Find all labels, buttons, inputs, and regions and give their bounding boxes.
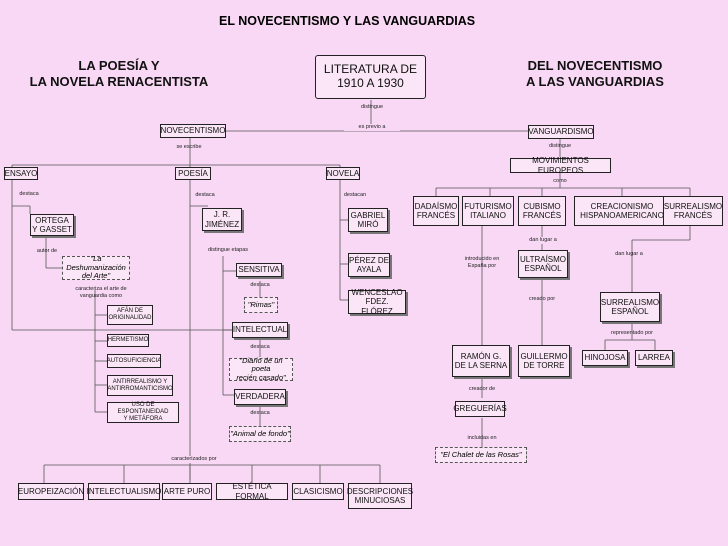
node-creacionismo: CREACIONISMO HISPANOAMERICANO: [574, 196, 670, 226]
node-cubismo: CUBISMO FRANCÉS: [518, 196, 566, 226]
node-poesia: POESÍA: [175, 167, 211, 180]
node-gabriel-miro: GABRIEL MIRÓ: [348, 208, 388, 232]
label-distingue-vang: distingue: [548, 143, 572, 149]
label-representado: representado por: [611, 330, 653, 336]
heading-right: DEL NOVECENTISMO A LAS VANGUARDIAS: [526, 58, 664, 89]
label-dan-lugar-2: dan lugar a: [615, 251, 643, 257]
node-antirrealismo: ANTIRREALISMO Y ANTIRROMANTICISMO: [107, 375, 173, 396]
node-afan-originalidad: AFÁN DE ORIGINALIDAD: [107, 305, 153, 325]
node-europeizacion: EUROPEIZACIÓN: [18, 483, 84, 500]
label-creador-de: creador de: [468, 386, 496, 392]
label-autor-de: autor de: [36, 248, 58, 254]
node-estetica-formal: ESTÉTICA FORMAL: [216, 482, 288, 501]
node-vanguardismo: VANGUARDISMO: [528, 125, 594, 139]
label-caracterizados: caracterizados por: [158, 456, 230, 463]
center-heading-box: LITERATURA DE 1910 A 1930: [315, 55, 426, 99]
node-animal-fondo: "Animal de fondo": [229, 426, 291, 442]
node-perez-ayala: PÉREZ DE AYALA: [348, 253, 390, 277]
node-espontaneidad: USO DE ESPONTANEIDAD Y METÁFORA: [107, 402, 179, 423]
node-ultraismo: ULTRAÍSMO ESPAÑOL: [518, 250, 568, 278]
label-como: como: [553, 178, 567, 184]
node-futurismo: FUTURISMO ITALIANO: [462, 196, 514, 226]
node-hinojosa: HINOJOSA: [582, 350, 628, 366]
label-destaca-verdadera: destaca: [250, 410, 270, 416]
node-dadaismo: DADAÍSMO FRANCÉS: [413, 196, 459, 226]
node-arte-puro: ARTE PURO: [162, 483, 212, 500]
node-diario-poeta: "Diario de un poeta recién casado": [229, 356, 293, 382]
node-novela: NOVELA: [326, 167, 360, 180]
node-chalet-rosas: "El Chalet de las Rosas": [435, 447, 527, 463]
label-introducido: introducido en España por: [464, 256, 500, 269]
label-destaca-poesia: destaca: [195, 192, 215, 198]
node-greguerias: GREGUERÍAS: [453, 401, 507, 417]
label-es-previo: es previo a: [344, 124, 400, 131]
node-ortega: ORTEGA Y GASSET: [30, 214, 74, 236]
node-hermetismo: HERMETISMO: [107, 334, 149, 347]
page-title: EL NOVECENTISMO Y LAS VANGUARDIAS: [219, 14, 476, 28]
label-destaca-sensitiva: destaca: [250, 282, 270, 288]
node-larrea: LARREA: [635, 350, 673, 366]
node-intelectual: INTELECTUAL: [232, 322, 288, 338]
node-novecentismo: NOVECENTISMO: [160, 124, 226, 138]
label-dan-lugar-1: dan lugar a: [522, 237, 564, 244]
node-autosuficiencia: AUTOSUFICIENCIA: [107, 354, 161, 368]
node-jr-jimenez: J. R. JIMÉNEZ: [202, 208, 242, 231]
label-caracteriza: caracteriza el arte de vanguardia como: [75, 286, 127, 299]
node-guillermo-torre: GUILLERMO DE TORRE: [518, 345, 570, 377]
node-surrealismo-frances: SURREALISMO FRANCÉS: [663, 196, 723, 226]
node-wenceslao: WENCESLAO FDEZ. FLÓREZ: [348, 288, 406, 316]
node-movimientos-europeos: MOVIMIENTOS EUROPEOS: [510, 156, 611, 175]
node-descripciones: DESCRIPCIONES MINUCIOSAS: [347, 483, 413, 509]
label-destacan-novela: destacan: [343, 192, 367, 198]
node-intelectualismo: INTELECTUALISMO: [87, 483, 161, 500]
label-destaca-intelectual: destaca: [250, 344, 270, 350]
node-deshumanizacion: "La Deshumanización del Arte": [62, 254, 130, 280]
node-clasicismo: CLASICISMO: [292, 483, 344, 500]
node-rimas: "Rimas": [244, 297, 278, 313]
label-distingue-top: distingue: [360, 104, 384, 110]
heading-left: LA POESÍA Y LA NOVELA RENACENTISTA: [29, 58, 209, 89]
label-destaca-ensayo: destaca: [19, 191, 39, 197]
label-incluidas-en: incluidas en: [467, 435, 497, 441]
node-ensayo: ENSAYO: [4, 167, 38, 180]
node-ramon-serna: RAMÓN G. DE LA SERNA: [452, 345, 510, 377]
label-se-escribe: se escribe: [176, 144, 202, 150]
node-verdadera: VERDADERA: [234, 389, 286, 405]
node-sensitiva: SENSITIVA: [236, 263, 282, 277]
node-surrealismo-espanol: SURREALISMO ESPAÑOL: [600, 292, 660, 322]
label-distingue-etapas: distingue etapas: [207, 247, 249, 253]
label-creado-por: creado por: [528, 296, 556, 302]
